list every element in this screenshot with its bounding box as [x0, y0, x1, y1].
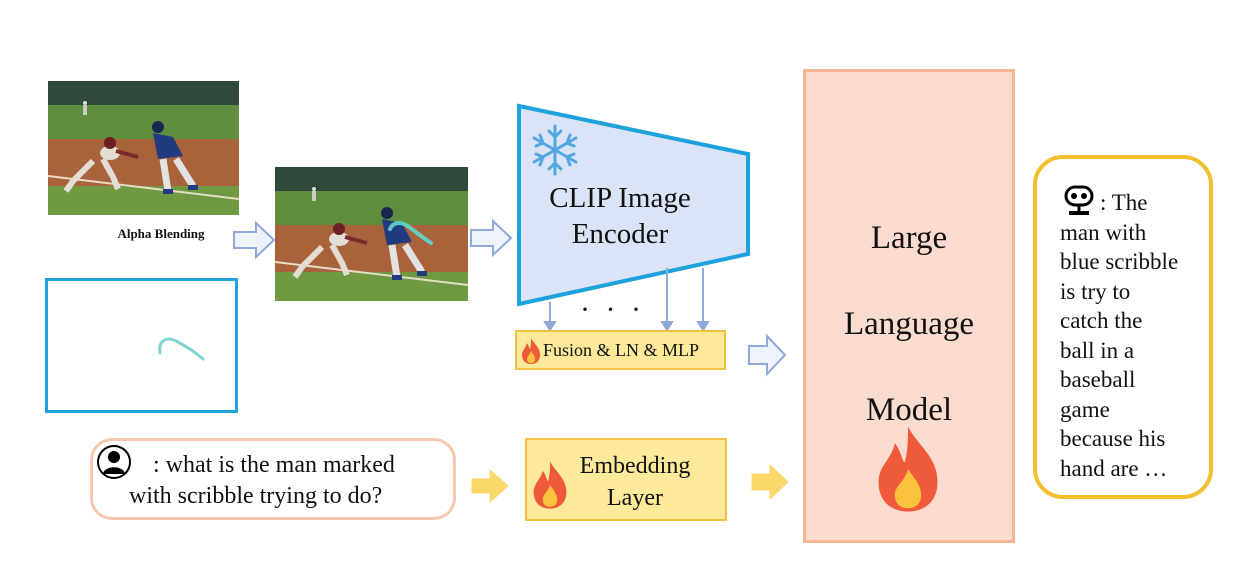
embedding-line2: Layer — [607, 485, 663, 511]
answer-line: baseball — [1060, 367, 1136, 392]
answer-bubble — [1033, 155, 1213, 499]
fire-icon — [878, 426, 938, 512]
arrow-right-icon — [233, 220, 276, 260]
embedding-layer-label: Embedding Layer — [560, 450, 710, 514]
blended-scribble — [388, 221, 433, 245]
embedding-line1: Embedding — [579, 453, 691, 479]
answer-line: blue scribble — [1060, 249, 1179, 274]
fire-icon — [533, 461, 567, 509]
question-line1: : what is the man marked — [153, 452, 395, 478]
llm-line2: Language — [843, 306, 975, 342]
fire-icon — [522, 338, 540, 364]
question-text: : what is the man marked with scribble t… — [125, 450, 435, 512]
answer-line: hand are … — [1060, 455, 1168, 481]
fusion-label: Fusion & LN & MLP — [543, 339, 700, 360]
answer-line: because his — [1060, 426, 1166, 451]
llm-line1: Large — [870, 220, 948, 256]
arrow-right-icon — [471, 468, 509, 504]
llm-line3: Model — [865, 392, 953, 428]
answer-line: is try to — [1060, 278, 1131, 304]
clip-encoder-label: CLIP Image Encoder — [520, 180, 720, 252]
scribble-stroke — [158, 337, 205, 361]
robot-icon — [1064, 185, 1094, 215]
clip-encoder-label-line1: CLIP Image — [549, 182, 691, 214]
answer-line: ball in a — [1060, 337, 1135, 363]
clip-encoder-label-line2: Encoder — [571, 218, 669, 250]
question-bubble — [90, 438, 456, 520]
baseball-photo-blended — [275, 167, 468, 301]
feature-arrows — [543, 268, 710, 332]
question-line2: with scribble trying to do? — [129, 483, 383, 509]
fusion-ln-mlp-box: Fusion & LN & MLP — [515, 330, 726, 370]
answer-lead: : The — [1100, 190, 1148, 215]
ellipsis: · · · — [580, 293, 645, 326]
answer-line: catch the — [1060, 308, 1143, 333]
user-icon — [97, 445, 131, 479]
llm-label: Large Language Model — [806, 195, 1012, 453]
arrow-right-icon — [748, 333, 787, 377]
arrow-right-icon — [751, 463, 789, 501]
answer-text: : The man with blue scribble is try to c… — [1060, 188, 1210, 483]
snowflake-icon — [532, 124, 578, 176]
alpha-blending-label: Alpha Blending — [117, 226, 205, 241]
scribble-canvas — [45, 278, 238, 413]
baseball-photo-original — [48, 81, 239, 215]
clip-encoder-shape — [517, 103, 750, 307]
answer-line: game — [1060, 396, 1110, 422]
arrow-right-icon — [470, 218, 513, 258]
answer-line: man with — [1060, 219, 1147, 245]
